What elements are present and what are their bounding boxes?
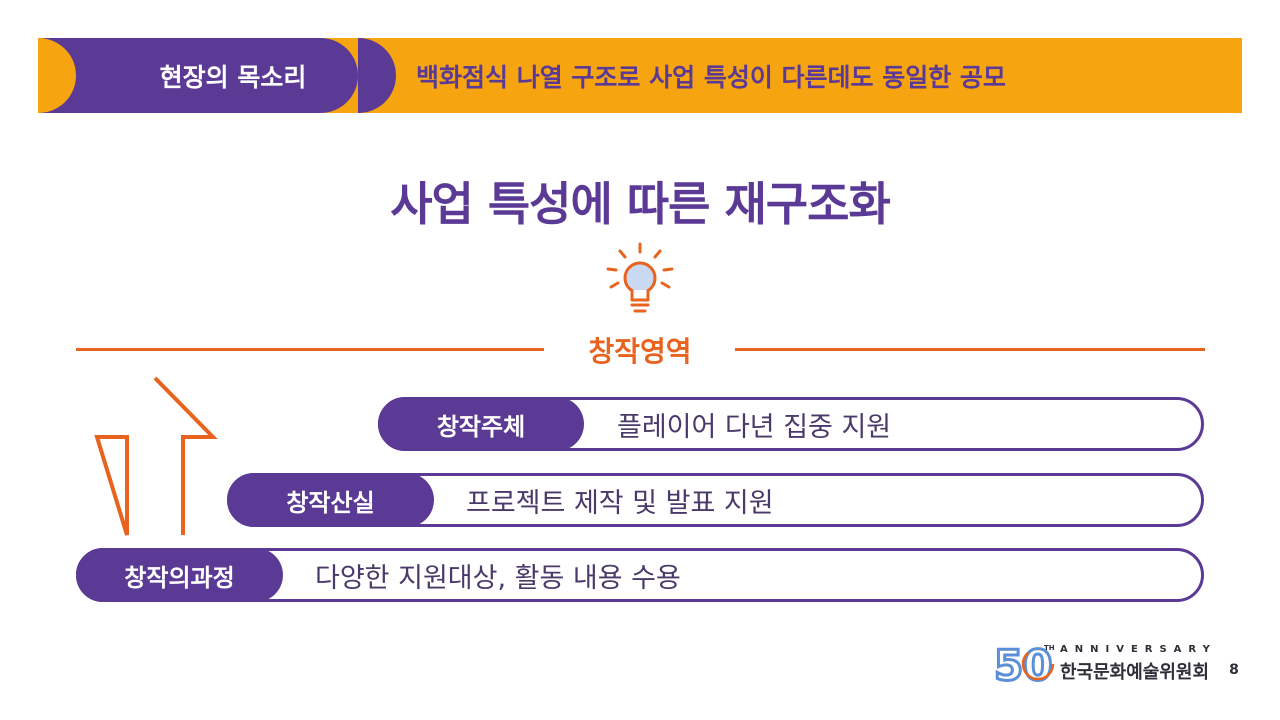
- page-title: 사업 특성에 따른 재구조화: [390, 177, 891, 231]
- tier-creative-subject: 창작주체 플레이어 다년 집중 지원: [378, 397, 1204, 451]
- tier-tag: 창작산실: [227, 473, 434, 527]
- tier-tag: 창작주체: [378, 397, 584, 451]
- header-banner: 현장의 목소리 백화점식 나열 구조로 사업 특성이 다른데도 동일한 공모: [38, 38, 1242, 113]
- banner-title: 백화점식 나열 구조로 사업 특성이 다른데도 동일한 공모: [416, 62, 1006, 92]
- divider-line-right: [735, 348, 1205, 351]
- up-arrow-icon: [94, 376, 218, 536]
- divider-line-left: [76, 348, 544, 351]
- lightbulb-icon: [606, 242, 674, 313]
- logo-anniversary-text: ANNIVERSARY: [1060, 644, 1217, 655]
- area-label: 창작영역: [588, 335, 692, 368]
- logo-superscript: TH: [1044, 644, 1055, 652]
- tier-creative-workshop: 창작산실 프로젝트 제작 및 발표 지원: [227, 473, 1204, 527]
- banner-label: 현장의 목소리: [159, 62, 307, 92]
- banner-pill-shape: [358, 38, 396, 113]
- tier-description: 플레이어 다년 집중 지원: [617, 411, 892, 443]
- anniversary-logo: 50 TH: [994, 640, 1055, 686]
- tier-description: 프로젝트 제작 및 발표 지원: [466, 487, 774, 519]
- organization-name: 한국문화예술위원회: [1060, 662, 1210, 683]
- tier-description: 다양한 지원대상, 활동 내용 수용: [315, 562, 681, 594]
- page-number: 8: [1229, 662, 1239, 678]
- tier-creative-process: 창작의과정 다양한 지원대상, 활동 내용 수용: [76, 548, 1204, 602]
- tier-tag: 창작의과정: [76, 548, 283, 602]
